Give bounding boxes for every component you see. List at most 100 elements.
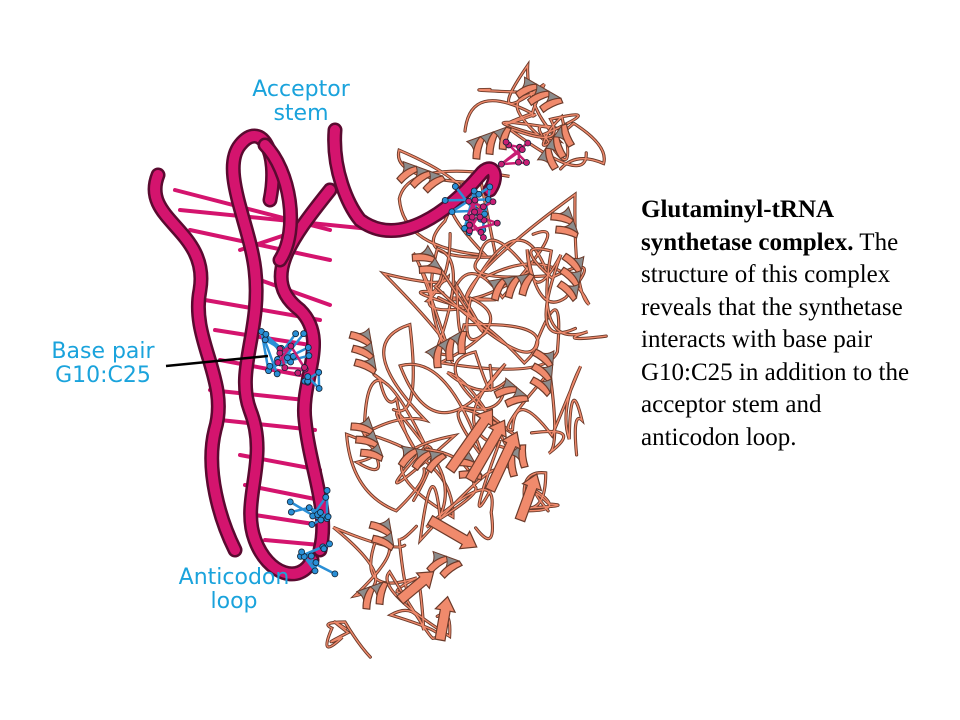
stick-atom — [322, 493, 330, 501]
stick-atom — [463, 214, 471, 222]
protein-coil-core — [399, 351, 515, 459]
stick-atom — [493, 219, 501, 227]
stick-atom — [262, 330, 270, 338]
protein-helix — [529, 348, 555, 398]
trna-base-rung — [263, 538, 322, 547]
trna-base-rung — [218, 358, 302, 377]
stick-atom — [448, 208, 456, 216]
stick-atom — [276, 349, 284, 357]
helix-front-face — [359, 448, 384, 463]
strand-arrow — [395, 571, 435, 605]
helix-front-face — [556, 280, 578, 303]
stick-atom — [261, 336, 269, 344]
caption-title: Glutaminyl-tRNA synthetase complex. — [641, 196, 854, 256]
stick-atom — [475, 190, 483, 198]
protein-coil-core — [332, 525, 418, 597]
helix-front-face — [353, 358, 377, 376]
protein-helix — [350, 415, 384, 463]
stick-atom — [323, 487, 331, 494]
protein-helix — [536, 123, 576, 171]
stick-atom — [471, 196, 479, 204]
base-pair-label-line2: G10:C25 — [55, 363, 151, 388]
protein-helix — [556, 252, 585, 303]
stick-atom — [315, 368, 323, 376]
acceptor-stem-label-line2: stem — [273, 101, 329, 126]
trna-base-rung — [178, 208, 382, 232]
protein-coil-core — [464, 62, 562, 152]
stick-atom — [281, 364, 289, 372]
protein-coil-core — [506, 114, 605, 170]
stick-atom — [480, 234, 487, 241]
stick-bond — [501, 161, 527, 166]
stick-atom — [304, 344, 312, 351]
protein-helix — [368, 517, 395, 552]
helix-front-face — [518, 444, 529, 469]
protein-helix — [348, 327, 377, 376]
stick-atom — [273, 370, 281, 378]
protein-coil-core — [326, 621, 371, 658]
trna-tube — [260, 140, 296, 265]
strand-arrow — [484, 431, 521, 493]
stick-atom — [286, 498, 294, 506]
ball-and-stick-contacts — [258, 138, 532, 578]
stick-atom — [466, 221, 473, 229]
acceptor-stem-label: Acceptor stem — [240, 78, 362, 126]
protein-beta-strand — [464, 419, 507, 484]
stick-atom — [301, 364, 308, 371]
protein-helix — [550, 205, 579, 239]
stick-atom — [316, 509, 324, 516]
stick-atom — [305, 352, 313, 360]
stick-atom — [287, 342, 295, 350]
protein-coil-core — [507, 365, 584, 456]
stick-atom — [502, 138, 510, 146]
helix-front-face — [561, 123, 576, 149]
stick-atom — [266, 362, 274, 370]
helix-front-face — [439, 560, 464, 580]
protein-helix — [487, 273, 536, 302]
stick-atom — [326, 540, 333, 548]
stick-atom — [476, 213, 484, 221]
protein-coil-core — [363, 323, 428, 449]
helix-front-face — [418, 265, 443, 276]
trna-tube — [228, 131, 317, 579]
figure-caption: Glutaminyl-tRNA synthetase complex. The … — [641, 194, 911, 454]
stick-atom — [304, 373, 312, 381]
strand-arrow — [426, 514, 478, 550]
stick-atom — [479, 203, 487, 211]
trna-backbone-tube — [147, 122, 502, 582]
stick-atom — [331, 570, 339, 578]
anticodon-loop-label: Anticodon loop — [160, 566, 308, 614]
helix-front-face — [422, 175, 447, 194]
protein-beta-strand — [395, 571, 435, 605]
protein-beta-strand — [445, 408, 494, 474]
trna-tube — [150, 170, 240, 555]
protein-helix — [514, 76, 564, 114]
anticodon-loop-label-line2: loop — [210, 589, 258, 614]
stick-atom — [515, 158, 522, 166]
stick-atom — [298, 548, 306, 556]
protein-beta-strand — [426, 514, 478, 550]
stick-atom — [312, 559, 320, 566]
helix-front-face — [554, 225, 579, 239]
helix-front-face — [538, 97, 564, 114]
helix-front-face — [504, 395, 530, 408]
stick-atom — [292, 330, 300, 338]
helix-front-face — [375, 581, 389, 606]
synthetase-protein-ribbon — [325, 59, 608, 659]
stick-atom — [287, 508, 295, 516]
stick-atom — [317, 516, 325, 524]
protein-helix — [426, 550, 464, 580]
stick-atom — [294, 369, 302, 377]
stick-atom — [498, 160, 505, 168]
stick-atom — [305, 504, 313, 512]
stick-atom — [486, 183, 494, 191]
stick-atom — [441, 196, 449, 204]
protein-helix — [493, 377, 530, 408]
stick-atom — [470, 187, 478, 195]
stick-atom — [284, 354, 291, 362]
stick-atom — [466, 227, 473, 235]
protein-helix — [396, 160, 447, 194]
protein-helix — [465, 126, 513, 160]
stick-bond — [469, 221, 498, 232]
